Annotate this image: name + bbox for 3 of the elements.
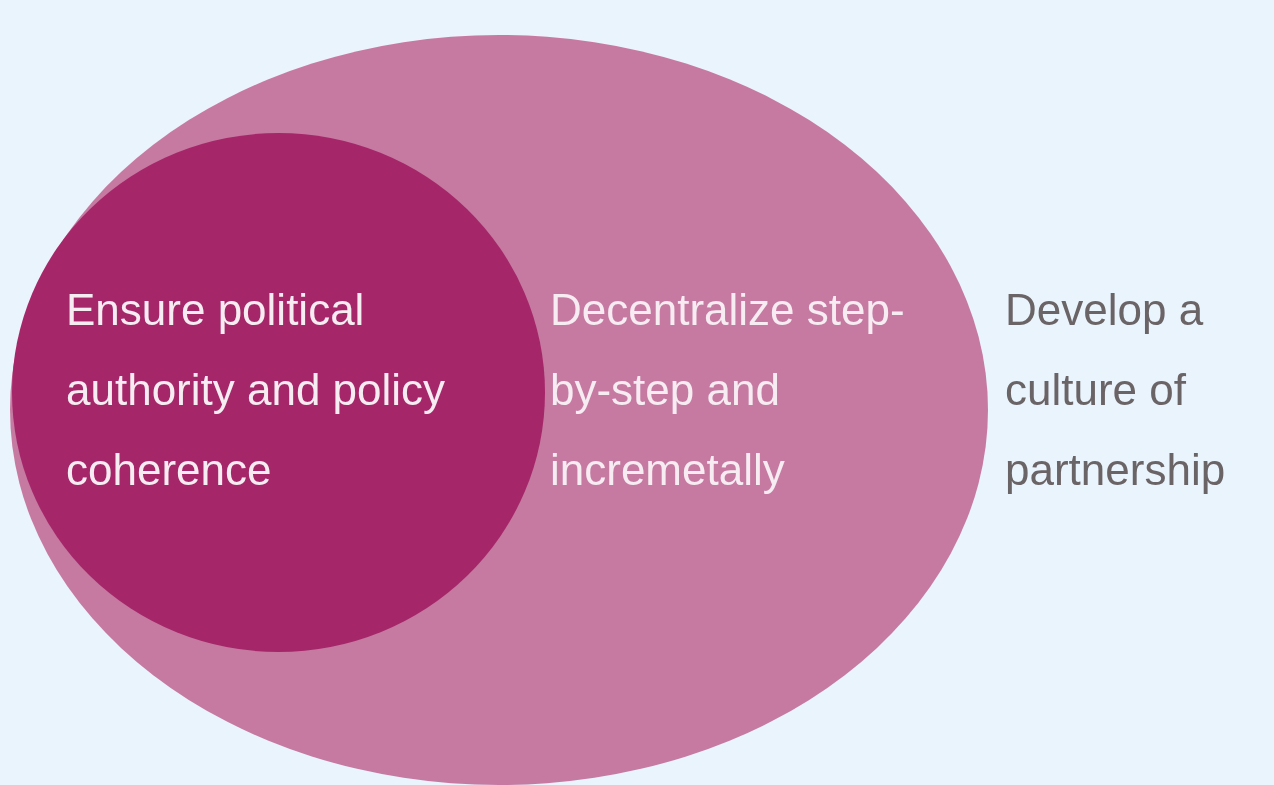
node-text: Ensure political authority and policy coherence [66, 284, 447, 496]
node-text: Decentralize step-by-step and incremetally [550, 284, 906, 496]
outer-label: Develop a culture of partnership [1005, 284, 1227, 496]
